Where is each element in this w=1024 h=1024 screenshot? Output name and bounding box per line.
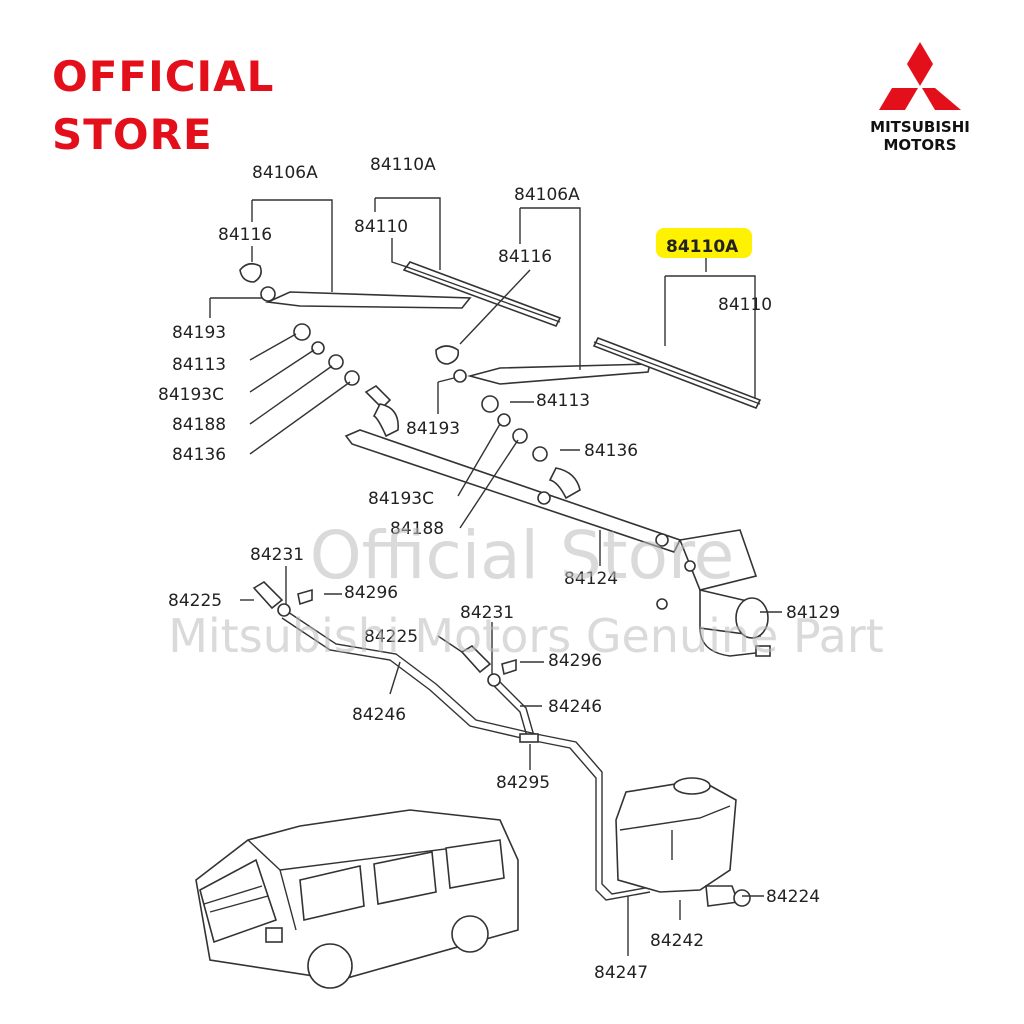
part-label-84193-right: 84193 [406, 419, 460, 439]
part-label-84116-right: 84116 [498, 247, 552, 267]
washer-tank [615, 777, 751, 907]
part-label-84231-left: 84231 [250, 545, 304, 565]
part-label-84193C-right: 84193C [368, 489, 434, 509]
part-label-84224: 84224 [766, 887, 820, 907]
van-illustration [195, 809, 519, 989]
part-label-84116-left: 84116 [218, 225, 272, 245]
watermark-line-2: Mitsubishi Motors Genuine Part [168, 609, 884, 663]
three-diamonds-logo-icon [879, 42, 961, 110]
part-highlight [656, 228, 752, 258]
part-label-84136-right: 84136 [584, 441, 638, 461]
part-label-84193-left: 84193 [172, 323, 226, 343]
part-label-84129: 84129 [786, 603, 840, 623]
part-label-84113-left: 84113 [172, 355, 226, 375]
part-label-84247: 84247 [594, 963, 648, 983]
leader-lines [209, 197, 782, 956]
part-label-84106A-left: 84106A [252, 163, 318, 183]
mitsubishi-brand: MITSUBISHI MOTORS [860, 38, 980, 154]
part-label-84242: 84242 [650, 931, 704, 951]
wiper-linkage [344, 403, 682, 553]
wiper-motor [656, 529, 771, 657]
badge-line-1: OFFICIAL [52, 52, 275, 101]
brand-name-line-2: MOTORS [883, 136, 957, 154]
part-label-84110A-highlighted: 84110A [666, 237, 739, 257]
part-labels: 84106A 84110A 84116 84110 84106A 84116 8… [158, 155, 840, 983]
part-label-84124: 84124 [564, 569, 618, 589]
left-wiper-assembly [239, 261, 562, 410]
right-wiper-assembly [435, 336, 762, 462]
part-label-84246-left: 84246 [352, 705, 406, 725]
part-label-84136-left: 84136 [172, 445, 226, 465]
part-label-84110-left: 84110 [354, 217, 408, 237]
brand-name-line-1: MITSUBISHI [870, 118, 970, 136]
part-label-84296-left: 84296 [344, 583, 398, 603]
part-label-84231-right: 84231 [460, 603, 514, 623]
watermark-line-1: Official Store [310, 517, 735, 594]
part-label-84110-right: 84110 [718, 295, 772, 315]
part-label-84110A-left: 84110A [370, 155, 436, 175]
part-label-84113-right: 84113 [536, 391, 590, 411]
official-store-badge: OFFICIAL STORE [52, 48, 274, 164]
part-label-84188-right: 84188 [390, 519, 444, 539]
part-label-84246-right: 84246 [548, 697, 602, 717]
part-label-84188-left: 84188 [172, 415, 226, 435]
part-label-84295: 84295 [496, 773, 550, 793]
watermark: Official Store Mitsubishi Motors Genuine… [168, 517, 884, 663]
part-label-84106A-right: 84106A [514, 185, 580, 205]
part-label-84225-left: 84225 [168, 591, 222, 611]
washer-hoses [252, 580, 657, 901]
badge-line-2: STORE [52, 110, 213, 159]
part-label-84225-right: 84225 [364, 627, 418, 647]
part-label-84193C-left: 84193C [158, 385, 224, 405]
part-label-84296-right: 84296 [548, 651, 602, 671]
